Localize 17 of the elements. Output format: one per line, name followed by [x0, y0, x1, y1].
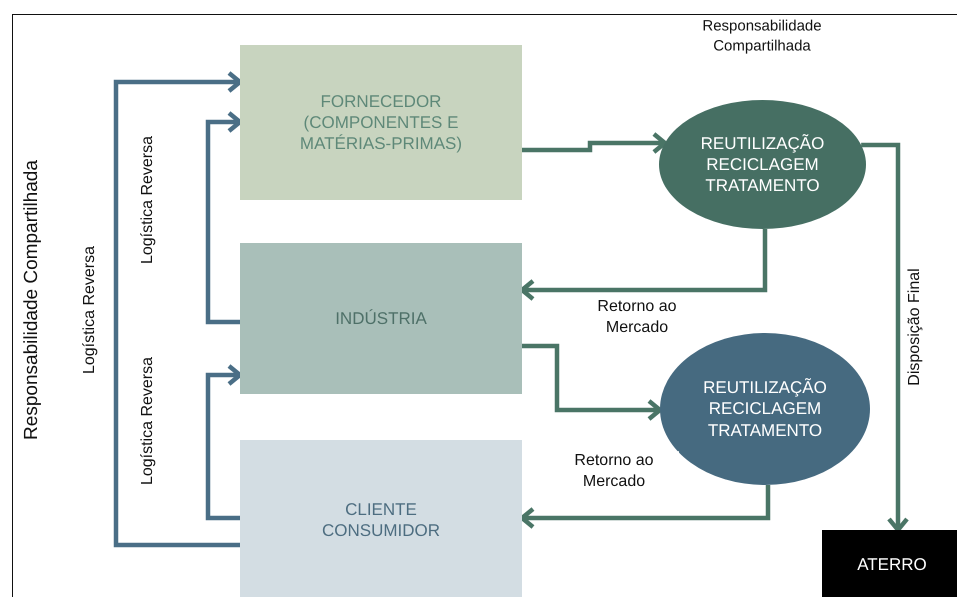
node-label: INDÚSTRIA — [335, 308, 427, 330]
node-label: ATERRO — [857, 554, 927, 576]
arrow — [522, 344, 662, 422]
arrow — [206, 110, 242, 324]
arrow — [861, 142, 910, 532]
node-label: REUTILIZAÇÃO RECICLAGEM TRATAMENTO — [702, 377, 828, 441]
arrow — [114, 70, 242, 548]
node-label: REUTILIZAÇÃO RECICLAGEM TRATAMENTO — [700, 132, 826, 196]
arrow — [206, 364, 242, 520]
side-label: Responsabilidade Compartilhada — [21, 159, 43, 442]
node-label: CLIENTE CONSUMIDOR — [320, 498, 442, 542]
node-label: FORNECEDOR (COMPONENTES E MATÉRIAS-PRIMAS) — [298, 90, 464, 154]
customer-box — [240, 440, 522, 597]
supplier-box — [240, 45, 522, 200]
arrow — [522, 132, 668, 154]
landfill-box — [822, 530, 957, 597]
industry-box — [240, 243, 522, 394]
